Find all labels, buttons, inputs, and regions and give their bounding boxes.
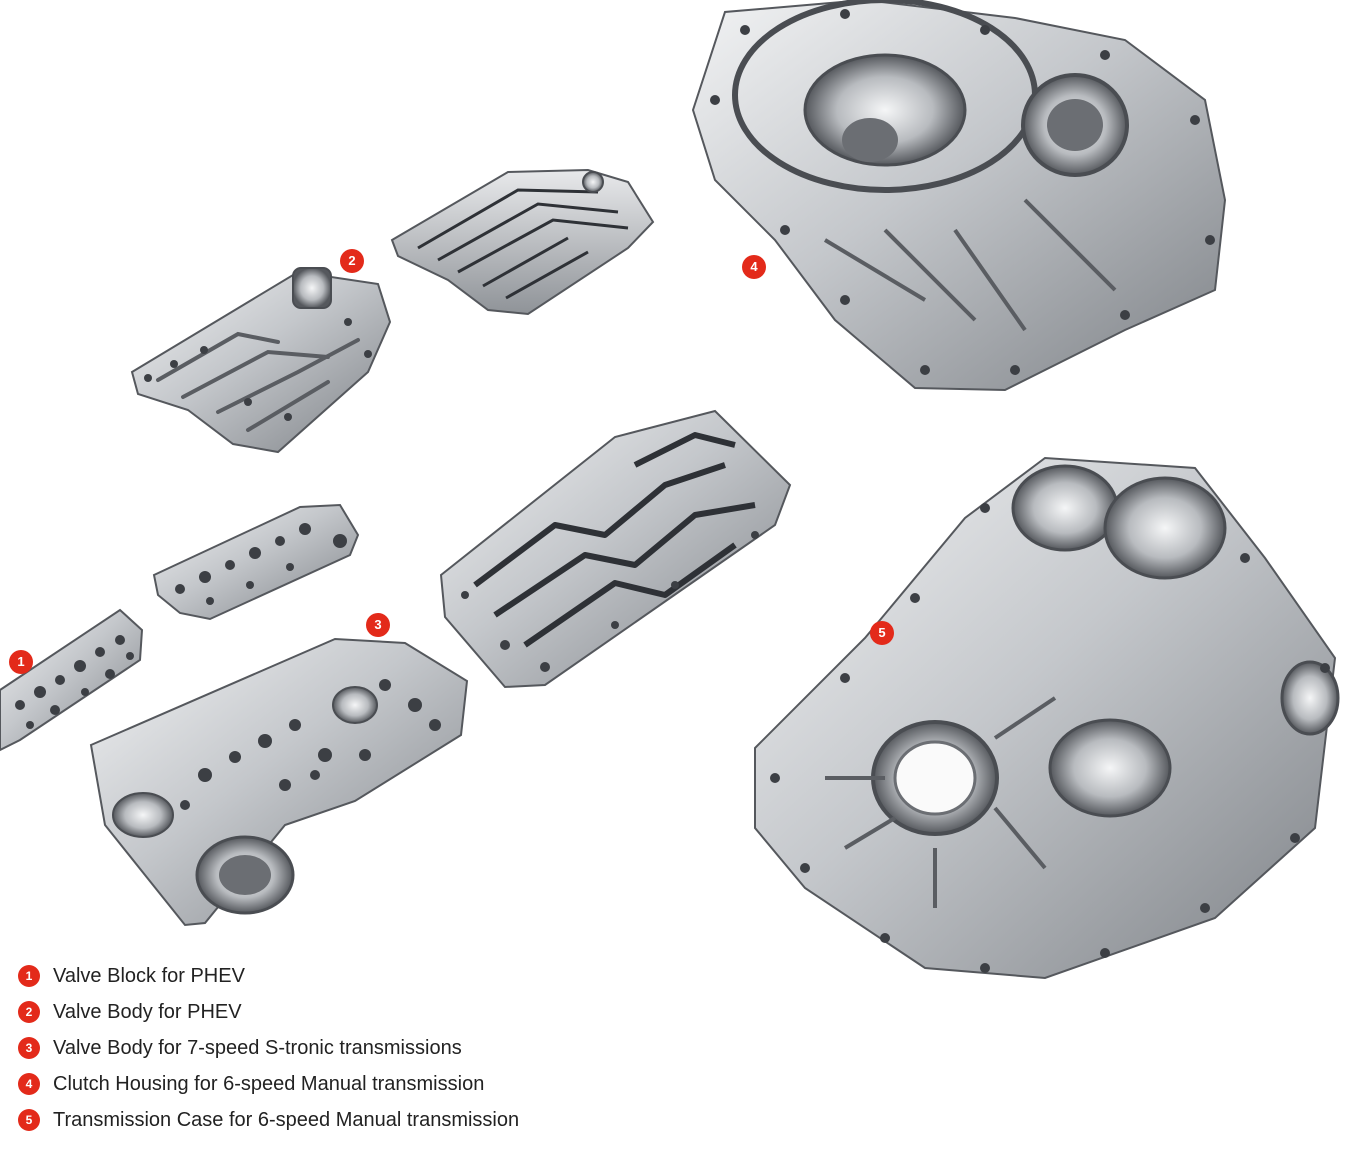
legend-item-2: 2 Valve Body for PHEV bbox=[18, 994, 519, 1030]
clutch-housing-image bbox=[691, 0, 1227, 392]
legend-item-5: 5 Transmission Case for 6-speed Manual t… bbox=[18, 1102, 519, 1138]
callout-1: 1 bbox=[9, 650, 33, 674]
legend-item-1: 1 Valve Block for PHEV bbox=[18, 958, 519, 994]
transmission-case-image bbox=[754, 456, 1340, 980]
valve-body-phev-image bbox=[130, 267, 392, 454]
legend: 1 Valve Block for PHEV 2 Valve Body for … bbox=[18, 958, 519, 1138]
callout-2: 2 bbox=[340, 249, 364, 273]
valve-block-phev-image bbox=[0, 608, 144, 752]
legend-number-badge: 2 bbox=[18, 1001, 40, 1023]
legend-label: Valve Body for 7-speed S-tronic transmis… bbox=[53, 1036, 462, 1059]
legend-number-badge: 1 bbox=[18, 965, 40, 987]
legend-label: Clutch Housing for 6-speed Manual transm… bbox=[53, 1072, 485, 1095]
callout-3: 3 bbox=[366, 613, 390, 637]
legend-label: Valve Block for PHEV bbox=[53, 964, 245, 987]
legend-label: Transmission Case for 6-speed Manual tra… bbox=[53, 1108, 520, 1131]
legend-label: Valve Body for PHEV bbox=[53, 1000, 242, 1023]
legend-number-badge: 3 bbox=[18, 1037, 40, 1059]
callout-4: 4 bbox=[742, 255, 766, 279]
legend-item-4: 4 Clutch Housing for 6-speed Manual tran… bbox=[18, 1066, 519, 1102]
separator-plate-image bbox=[390, 168, 655, 316]
small-valve-block-image bbox=[152, 503, 360, 621]
valve-body-s-tronic-image bbox=[89, 637, 469, 927]
valve-body-plate-image bbox=[439, 409, 792, 689]
callout-5: 5 bbox=[870, 621, 894, 645]
legend-number-badge: 4 bbox=[18, 1073, 40, 1095]
legend-number-badge: 5 bbox=[18, 1109, 40, 1131]
legend-item-3: 3 Valve Body for 7-speed S-tronic transm… bbox=[18, 1030, 519, 1066]
